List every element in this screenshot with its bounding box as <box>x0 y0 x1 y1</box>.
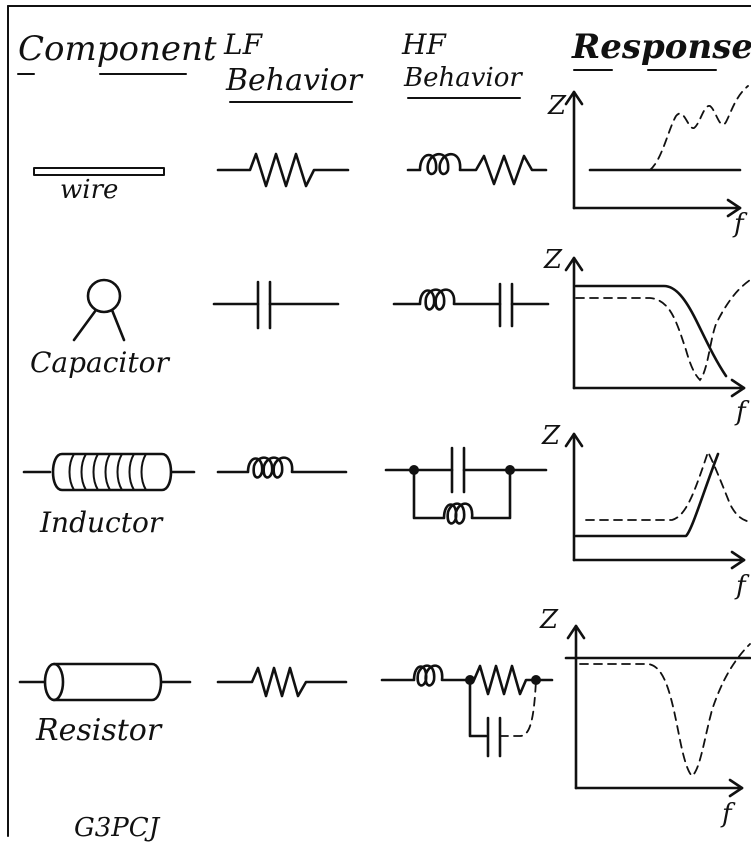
hf-lc-parallel-symbol <box>384 446 548 525</box>
hf-inductor-capacitor-symbol <box>392 282 550 328</box>
row-resistor: Resistor Z f <box>18 605 751 829</box>
row-wire: wire Z f <box>33 85 749 239</box>
row-label-resistor: Resistor <box>35 713 163 748</box>
lf-resistor-symbol-2 <box>216 666 348 698</box>
header-lf-line1: LF <box>223 28 264 61</box>
inductor-f-axis-label: f <box>734 571 750 601</box>
header-hf-line1: HF <box>401 28 447 61</box>
capacitor-response-solid <box>574 284 728 378</box>
capacitor-symbol <box>72 278 126 342</box>
lf-resistor-symbol <box>216 152 350 188</box>
inductor-symbol <box>22 452 196 492</box>
header-response: Response <box>571 27 751 67</box>
row-label-wire: wire <box>60 175 118 205</box>
inductor-z-axis-label: Z <box>541 421 561 451</box>
wire-symbol <box>33 167 165 176</box>
author-signature: G3PCJ <box>74 813 161 842</box>
page-border <box>7 5 751 837</box>
header-hf-line2: Behavior <box>403 63 523 93</box>
row-label-inductor: Inductor <box>39 506 164 539</box>
wire-f-axis-label: f <box>732 209 748 239</box>
lf-inductor-symbol <box>216 456 348 479</box>
header-component: Component <box>18 29 217 69</box>
resistor-response-dashed <box>579 643 751 778</box>
resistor-z-axis-label: Z <box>539 605 559 635</box>
hf-l-rc-symbol <box>380 664 554 758</box>
response-plot-wire: Z f <box>547 85 749 239</box>
row-inductor: Inductor Z f <box>22 421 751 601</box>
resistor-symbol <box>18 662 192 702</box>
wire-response-dashed <box>649 85 749 171</box>
capacitor-response-dashed <box>575 279 751 382</box>
capacitor-f-axis-label: f <box>734 397 750 427</box>
header-lf-line2: Behavior <box>225 63 364 98</box>
inductor-response-dashed <box>585 449 751 523</box>
wire-z-axis-label: Z <box>547 91 567 121</box>
hf-inductor-resistor-symbol <box>406 152 548 186</box>
header-row: Component LF Behavior HF Behavior Respon… <box>17 27 751 103</box>
row-label-capacitor: Capacitor <box>30 346 170 379</box>
row-capacitor: Capacitor Z f <box>30 245 751 427</box>
response-plot-inductor: Z f <box>541 421 751 601</box>
inductor-response-solid <box>574 452 720 538</box>
capacitor-z-axis-label: Z <box>543 245 563 275</box>
response-plot-resistor: Z f <box>539 605 751 829</box>
response-plot-capacitor: Z f <box>543 245 751 427</box>
resistor-f-axis-label: f <box>720 799 736 829</box>
lf-capacitor-symbol <box>212 280 340 330</box>
